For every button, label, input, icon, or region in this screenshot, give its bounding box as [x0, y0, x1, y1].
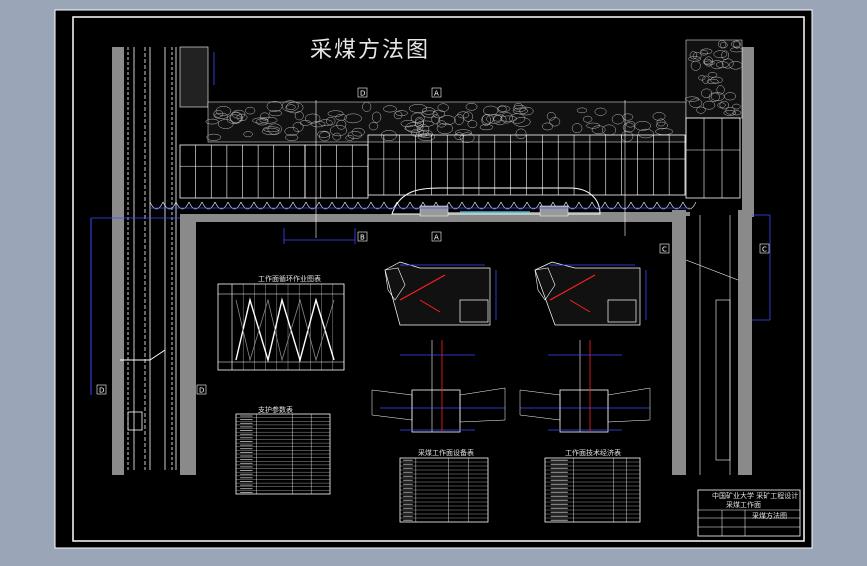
section-markers: D A B A C C D D: [96, 87, 770, 395]
section-marker-label: B: [360, 234, 365, 242]
title-block-line2: 采煤工作面: [726, 501, 761, 509]
section-marker-box: [431, 231, 442, 242]
sheet-border-inner: [72, 16, 805, 542]
plan-section-left: [371, 340, 506, 433]
section-marker-box: [357, 231, 368, 242]
equipment-table-right: [544, 457, 641, 523]
support-table-caption: 支护参数表: [258, 406, 293, 414]
economic-table-caption: 工作面技术经济表: [565, 449, 621, 457]
section-marker-label: D: [199, 387, 204, 395]
face-dimensions: [213, 52, 626, 244]
section-marker-box: [431, 87, 442, 98]
cycle-chart-caption: 工作面循环作业图表: [258, 275, 321, 283]
title-block-line3: 采煤方法图: [752, 512, 787, 520]
cycle-chart: [217, 283, 345, 371]
section-marker-box: [96, 384, 107, 395]
support-block-row: [685, 117, 741, 199]
section-marker-box: [759, 243, 770, 254]
title-block: [697, 489, 801, 537]
section-marker-label: D: [360, 90, 365, 98]
section-marker-box: [357, 87, 368, 98]
title-block-line1: 中国矿业大学 采矿工程设计: [712, 492, 799, 500]
section-marker-label: A: [434, 234, 439, 242]
section-marker-label: D: [99, 387, 104, 395]
equipment-table-left: [235, 413, 331, 495]
section-marker-box: [196, 384, 207, 395]
equipment-table-middle: [399, 457, 489, 523]
equipment-table-caption: 采煤工作面设备表: [418, 449, 474, 457]
section-marker-box: [659, 243, 670, 254]
cross-section-left: [384, 261, 497, 326]
cross-section-right: [534, 261, 647, 326]
plan-section-right: [519, 340, 651, 433]
sheet-border-outer: [54, 9, 813, 549]
shearer: [150, 187, 690, 217]
drawing-title: 采煤方法图: [310, 38, 431, 63]
section-marker-label: C: [762, 246, 767, 254]
section-marker-label: A: [434, 90, 439, 98]
section-marker-label: C: [662, 246, 667, 254]
hydraulic-support-grid: [149, 117, 741, 210]
right-shaft: [685, 214, 771, 475]
